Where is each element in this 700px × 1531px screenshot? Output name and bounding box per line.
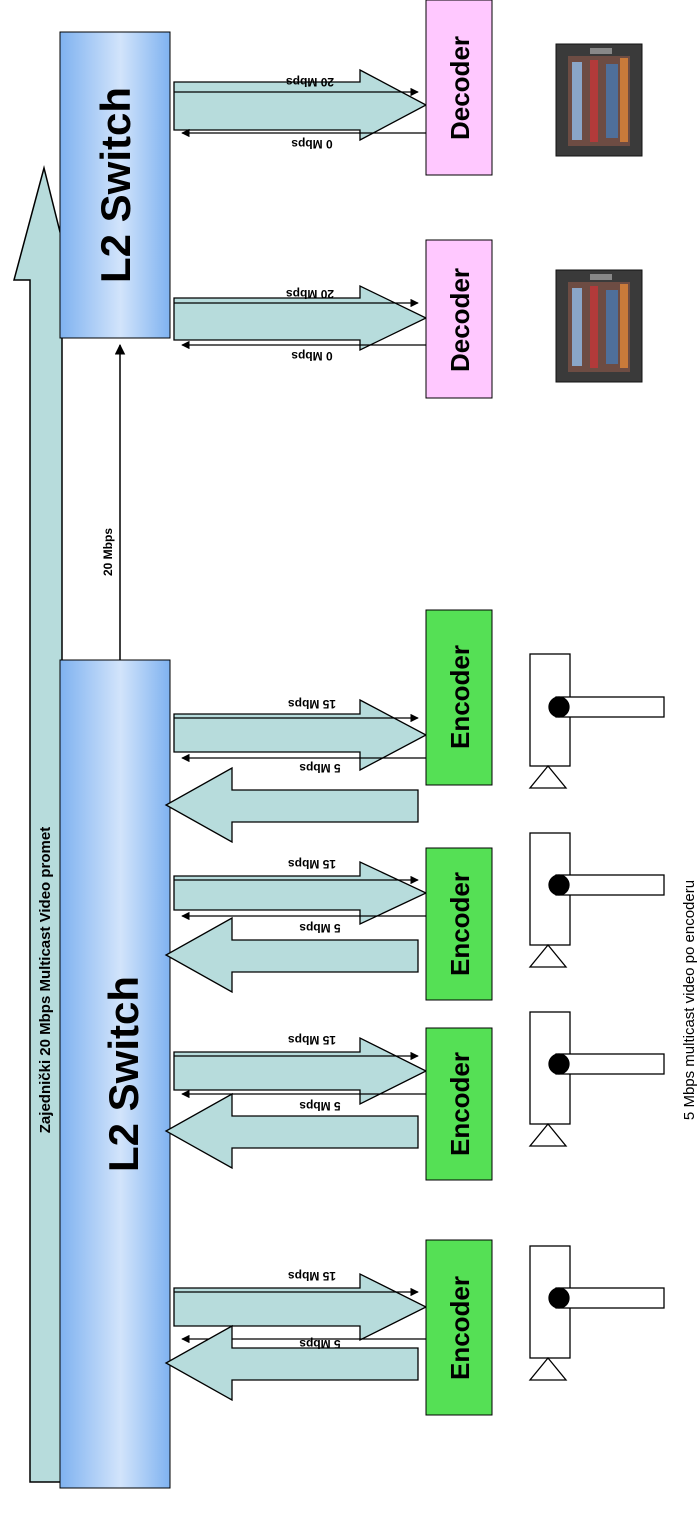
- encoder-2-label: Encoder: [445, 872, 475, 976]
- decoder-2-group: 20 Mbps 0 Mbps Decoder: [173, 239, 643, 399]
- camera-2-icon: [528, 832, 665, 968]
- encoder-4-rate-in: 15 Mbps: [288, 1269, 336, 1283]
- decoder-2-rate-out: 0 Mbps: [291, 349, 333, 363]
- decoder-2-arrow: [173, 284, 428, 352]
- encoder-2-out-arrow: [164, 916, 419, 994]
- encoder-4-box: [425, 1239, 493, 1416]
- decoder-1-arrow: [173, 68, 428, 142]
- decoder-1-label: Decoder: [445, 36, 475, 140]
- decoder-1-rate-out: 0 Mbps: [291, 137, 333, 151]
- encoder-2-box: [425, 847, 493, 1001]
- encoder-1-out-arrow: [164, 766, 419, 844]
- encoder-1-rate-out: 5 Mbps: [299, 761, 341, 775]
- lower-l2-switch: L2 Switch: [59, 659, 171, 1489]
- encoder-4-in-arrow: [173, 1272, 428, 1342]
- shared-multicast-label: Zajednički 20 Mbps Multicast Video prome…: [37, 827, 54, 1133]
- caption-text: 5 Mbps multicast video po encoderu: [681, 880, 698, 1120]
- camera-3-icon: [528, 1011, 665, 1147]
- encoder-4-label: Encoder: [445, 1276, 475, 1380]
- decoder-1-box: [425, 0, 493, 176]
- encoder-4-rate-out: 5 Mbps: [299, 1337, 341, 1351]
- encoder-1-label: Encoder: [445, 645, 475, 749]
- decoder-2-rate-in: 20 Mbps: [286, 287, 334, 301]
- encoder-4-group: 15 Mbps 5 Mbps Encoder: [164, 1239, 665, 1416]
- encoder-3-label: Encoder: [445, 1052, 475, 1156]
- encoder-3-rate-in: 15 Mbps: [288, 1033, 336, 1047]
- encoder-2-in-arrow: [173, 860, 428, 926]
- encoder-1-box: [425, 609, 493, 786]
- encoder-3-group: 15 Mbps 5 Mbps Encoder: [164, 1011, 665, 1181]
- lower-switch-label: L2 Switch: [100, 976, 147, 1172]
- monitor-2-icon: [555, 269, 643, 383]
- encoder-3-in-arrow: [173, 1036, 428, 1106]
- upper-switch-label: L2 Switch: [92, 87, 139, 283]
- encoder-4-out-arrow: [164, 1324, 419, 1402]
- encoder-3-box: [425, 1027, 493, 1181]
- upper-l2-switch: L2 Switch: [59, 31, 171, 339]
- camera-1-icon: [528, 653, 665, 789]
- encoder-1-group: 15 Mbps 5 Mbps Encoder: [164, 609, 665, 844]
- decoder-2-box: [425, 239, 493, 399]
- encoder-3-out-arrow: [164, 1092, 419, 1170]
- trunk-link-label: 20 Mbps: [101, 528, 115, 576]
- decoder-2-label: Decoder: [445, 268, 475, 372]
- encoder-2-rate-out: 5 Mbps: [299, 921, 341, 935]
- encoder-3-rate-out: 5 Mbps: [299, 1099, 341, 1113]
- encoder-1-rate-in: 15 Mbps: [288, 697, 336, 711]
- trunk-link: 20 Mbps: [101, 343, 126, 660]
- decoder-1-rate-in: 20 Mbps: [286, 75, 334, 89]
- camera-4-icon: [528, 1245, 665, 1381]
- monitor-1-icon: [555, 43, 643, 157]
- decoder-1-group: 20 Mbps 0 Mbps Decoder: [173, 0, 643, 176]
- encoder-2-group: 15 Mbps 5 Mbps Encoder: [164, 832, 665, 1001]
- encoder-2-rate-in: 15 Mbps: [288, 857, 336, 871]
